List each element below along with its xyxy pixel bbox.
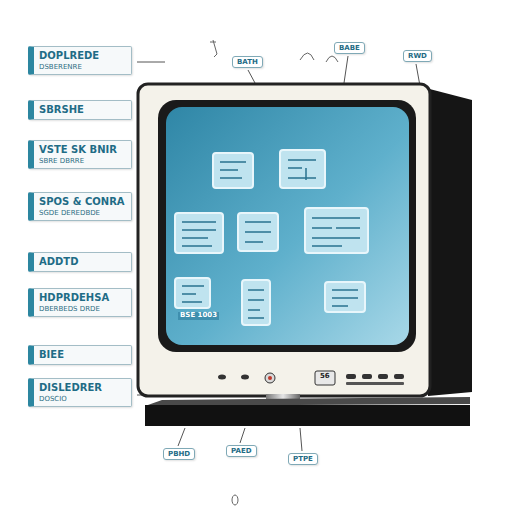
callout-box: VSTE SK BNIRSBRE DBRRE (28, 140, 132, 169)
callout-heading: DOPLREDE (39, 50, 126, 62)
callout-box: HDPRDEHSADBERBEDS DRDE (28, 288, 132, 317)
monitor-bezel (138, 84, 430, 396)
tag-label: BABE (334, 42, 365, 54)
screen-frame (158, 100, 416, 352)
button-number: 56 (318, 373, 332, 381)
callout-body: DOSCIO (39, 395, 126, 403)
screen-windows (175, 150, 368, 325)
window-details (182, 160, 360, 318)
callout-heading: BATH (237, 58, 258, 66)
callout-box: ADDTD (28, 252, 132, 272)
callout-heading: DISLEDRER (39, 382, 126, 394)
screen (166, 107, 409, 345)
callout-heading: BIEE (39, 349, 126, 361)
callout-box: BIEE (28, 345, 132, 365)
callout-box: DOPLREDEDSBERENRE (28, 46, 132, 75)
callout-heading: VSTE SK BNIR (39, 144, 126, 156)
screen-label: BSE 1003 (178, 312, 219, 320)
callout-body: SGDE DEREDBDE (39, 209, 126, 217)
callout-heading: PAED (231, 447, 252, 455)
callout-box: DISLEDRERDOSCIO (28, 378, 132, 407)
tag-label: PBHD (163, 448, 195, 460)
callout-box: SBRSHE (28, 100, 132, 120)
callout-heading: PTPE (293, 455, 313, 463)
tag-label: RWD (403, 50, 432, 62)
monitor-buttons (218, 371, 404, 385)
stand-top (145, 397, 470, 406)
stand-base (145, 405, 470, 426)
callout-heading: SPOS & CONRA (39, 196, 126, 208)
tag-label: PAED (226, 445, 257, 457)
callout-heading: PBHD (168, 450, 190, 458)
callout-heading: HDPRDEHSA (39, 292, 126, 304)
callout-heading: RWD (408, 52, 427, 60)
callout-body: DSBERENRE (39, 63, 126, 71)
callout-heading: BABE (339, 44, 360, 52)
callout-heading: ADDTD (39, 256, 126, 268)
callout-heading: SBRSHE (39, 104, 126, 116)
callout-box: SPOS & CONRASGDE DEREDBDE (28, 192, 132, 221)
tag-label: PTPE (288, 453, 318, 465)
callout-body: SBRE DBRRE (39, 157, 126, 165)
callout-body: DBERBEDS DRDE (39, 305, 126, 313)
tag-label: BATH (232, 56, 263, 68)
